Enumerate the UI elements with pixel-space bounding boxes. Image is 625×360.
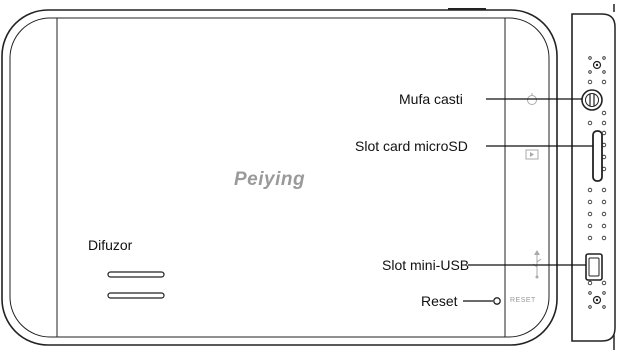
device-reset-print: RESET [510, 297, 536, 304]
side-body-outline [571, 13, 616, 342]
reset-pinhole [493, 297, 501, 305]
leader-lines [463, 98, 593, 302]
tablet-inner-bezel [9, 17, 550, 338]
bottom-screw-icon [588, 291, 606, 309]
tablet-front-view [1, 8, 558, 346]
label-reset: Reset [421, 293, 458, 309]
label-mini-usb-slot: Slot mini-USB [382, 257, 470, 273]
label-microsd-slot: Slot card microSD [355, 138, 468, 154]
mini-usb-port [585, 253, 603, 281]
headphone-icon [527, 93, 537, 105]
headphone-jack [581, 89, 603, 111]
tablet-outer-body [1, 9, 558, 346]
speaker-grille-lower [107, 292, 165, 299]
tablet-side-view [571, 4, 616, 350]
label-headphone-jack: Mufa casti [399, 91, 463, 107]
sd-card-icon [525, 149, 539, 160]
top-screw-icon [588, 56, 606, 74]
usb-icon [532, 250, 542, 279]
microsd-slot [592, 130, 603, 182]
label-speaker: Difuzor [88, 237, 133, 253]
brand-logo: Peiying [234, 169, 306, 190]
vent-holes [587, 79, 607, 286]
speaker-grille-upper [107, 271, 165, 278]
